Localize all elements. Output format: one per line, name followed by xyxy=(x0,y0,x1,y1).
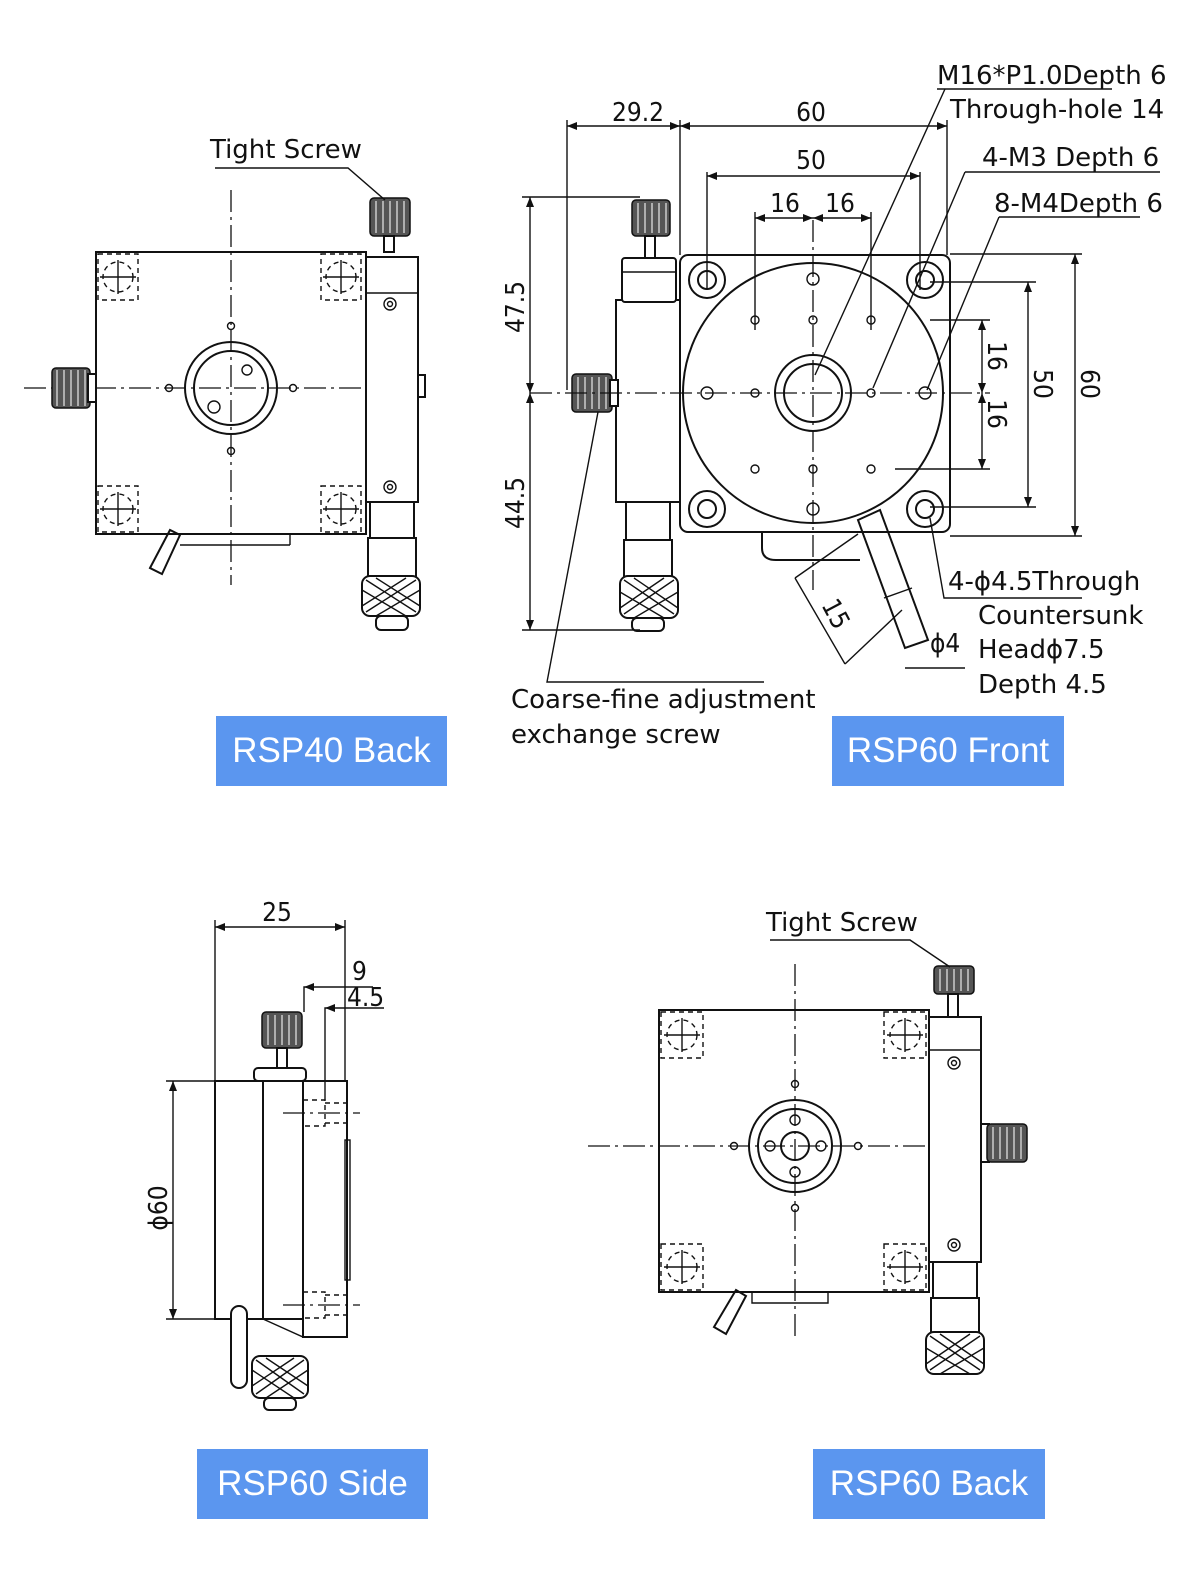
note-through-3: Headϕ7.5 xyxy=(978,635,1104,665)
rsp40-corner-holes xyxy=(97,253,362,533)
dim-phi60: ϕ60 xyxy=(144,1185,174,1230)
caption-rsp40-back: RSP40 Back xyxy=(216,716,447,786)
dim-50-top: 50 xyxy=(796,146,826,176)
note-coarse-fine-2: exchange screw xyxy=(511,720,721,750)
dim-16-lower: 16 xyxy=(981,399,1011,429)
rsp60-front-lever xyxy=(856,508,930,650)
dim-4-5: 4.5 xyxy=(347,983,384,1013)
rsp60-back-corner-holes xyxy=(660,1011,927,1291)
rsp40-back-view: Tight Screw xyxy=(24,135,426,631)
note-m16-line2: Through-hole 14 xyxy=(949,95,1164,125)
caption-rsp60-front: RSP60 Front xyxy=(832,716,1064,786)
dim-16-left: 16 xyxy=(770,189,800,219)
rsp60-front-top-dimensions: 29.2 60 50 16 16 xyxy=(566,98,948,390)
dim-15: 15 xyxy=(815,594,855,634)
dim-9: 9 xyxy=(352,957,367,987)
rsp60-back-lever xyxy=(712,1288,748,1336)
rsp60-side-disk xyxy=(214,1080,264,1320)
tight-screw-label-bottom: Tight Screw xyxy=(765,908,918,938)
dim-29-2: 29.2 xyxy=(612,98,664,128)
rsp60-front-lever-dimensions: 15 ϕ4 xyxy=(794,533,965,669)
rsp60-back-housing xyxy=(928,1016,982,1263)
rsp60-front-view: 29.2 60 50 16 16 47.5 44.5 16 1 xyxy=(501,61,1167,750)
rsp60-back-body xyxy=(658,1009,930,1293)
rsp60-front-housing xyxy=(615,299,681,503)
rsp60-front-annotations: M16*P1.0Depth 6 Through-hole 14 4-M3 Dep… xyxy=(511,61,1167,750)
note-through-1: 4-ϕ4.5Through xyxy=(948,567,1140,597)
rsp60-side-view: 25 9 4.5 ϕ60 xyxy=(144,898,384,1411)
dim-25: 25 xyxy=(262,898,292,928)
rsp60-tight-screw-leader xyxy=(770,939,951,968)
dim-16-upper: 16 xyxy=(981,341,1011,371)
dim-44-5: 44.5 xyxy=(501,477,531,529)
note-m3: 4-M3 Depth 6 xyxy=(982,143,1159,173)
rsp60-side-hidden-holes xyxy=(283,1099,360,1319)
rsp60-side-carriage xyxy=(262,1080,304,1320)
rsp40-micrometer-housing xyxy=(365,256,419,503)
note-through-4: Depth 4.5 xyxy=(978,670,1107,700)
note-coarse-fine-1: Coarse-fine adjustment xyxy=(511,685,816,715)
caption-rsp60-back: RSP60 Back xyxy=(813,1449,1045,1519)
rsp60-front-corner-holes xyxy=(688,261,944,528)
note-m4: 8-M4Depth 6 xyxy=(994,189,1163,219)
dim-60-top: 60 xyxy=(796,98,826,128)
rsp60-side-lever xyxy=(230,1305,248,1389)
dim-16-right: 16 xyxy=(825,189,855,219)
dim-50-right: 50 xyxy=(1027,369,1057,399)
dim-phi4: ϕ4 xyxy=(930,629,960,659)
note-through-2: Countersunk xyxy=(978,601,1143,631)
caption-rsp60-side: RSP60 Side xyxy=(197,1449,428,1519)
tight-screw-label-top: Tight Screw xyxy=(209,135,362,165)
dim-47-5: 47.5 xyxy=(501,281,531,333)
rsp60-front-right-dimensions: 16 16 50 60 xyxy=(895,253,1104,537)
note-m16-line1: M16*P1.0Depth 6 xyxy=(937,61,1167,91)
dim-60-right: 60 xyxy=(1074,369,1104,399)
rsp40-tight-screw-leader xyxy=(215,167,386,201)
rsp60-front-left-dimensions: 47.5 44.5 xyxy=(501,196,640,631)
rsp60-back-view: Tight Screw xyxy=(588,908,1028,1375)
rsp60-side-dimensions: 25 9 4.5 ϕ60 xyxy=(144,898,384,1320)
rsp40-lever xyxy=(148,528,182,576)
